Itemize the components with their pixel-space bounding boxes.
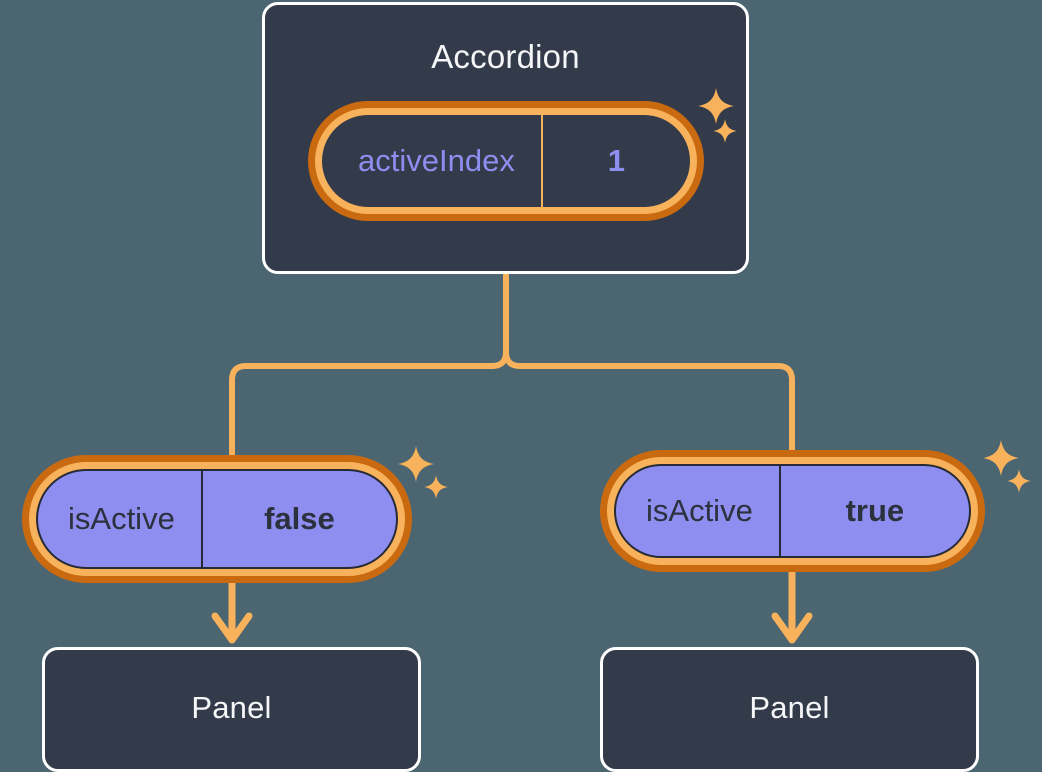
state-key-active-index: activeIndex (358, 143, 515, 178)
panel-component-right-card[interactable]: Panel (600, 647, 979, 772)
pill-inner-ring: activeIndex 1 (315, 108, 697, 214)
sparkle-left-pill-large (396, 444, 436, 484)
connector-root-fork-left (229, 349, 509, 461)
state-key-is-active-left: isActive (68, 501, 175, 536)
state-pill-is-active-right[interactable]: isActive true (600, 450, 985, 572)
pill-body: isActive false (36, 469, 398, 569)
state-value-is-active-left: false (200, 471, 396, 567)
state-key-is-active-right: isActive (646, 493, 753, 528)
sparkle-left-pill-small (423, 474, 449, 500)
state-pill-active-index[interactable]: activeIndex 1 (308, 101, 704, 221)
panel-component-left-card[interactable]: Panel (42, 647, 421, 772)
connector-left-to-panel (211, 583, 253, 644)
accordion-title: Accordion (431, 38, 580, 75)
connector-root-fork (503, 271, 795, 455)
sparkle-right-pill-large (981, 438, 1021, 478)
panel-right-title: Panel (749, 690, 830, 725)
state-value-is-active-right: true (778, 466, 969, 556)
pill-body: isActive true (614, 464, 971, 558)
connector-right-to-panel (771, 572, 813, 644)
pill-inner-ring: isActive false (29, 462, 405, 576)
sparkle-right-pill-small (1006, 468, 1032, 494)
state-value-active-index: 1 (540, 115, 690, 207)
state-pill-is-active-left[interactable]: isActive false (22, 455, 412, 583)
pill-inner-ring: isActive true (607, 457, 978, 565)
panel-left-title: Panel (191, 690, 272, 725)
pill-body: activeIndex 1 (322, 115, 690, 207)
